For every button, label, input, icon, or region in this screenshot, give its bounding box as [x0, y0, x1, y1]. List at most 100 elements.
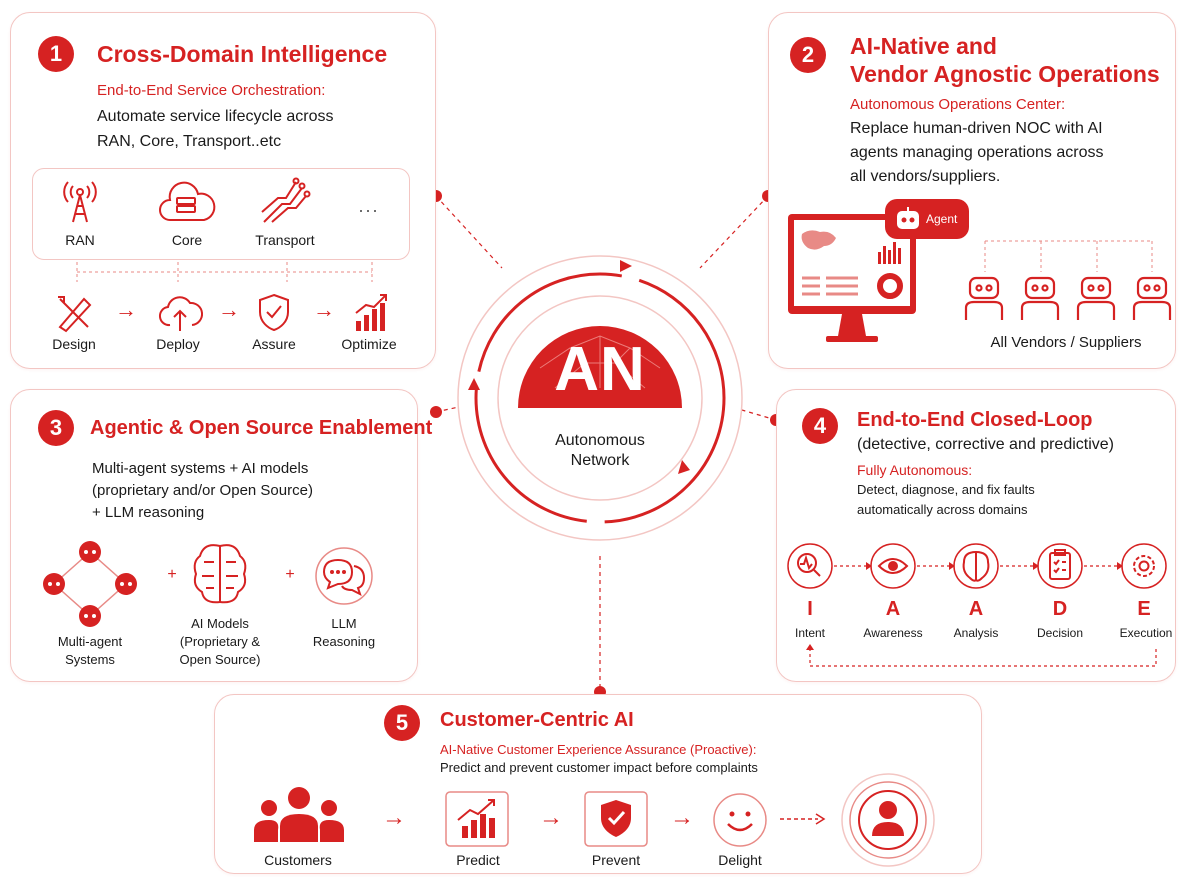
cloud-server-icon — [159, 181, 216, 221]
panel-5-line1: Predict and prevent customer impact befo… — [440, 760, 758, 775]
panel-4-title: End-to-End Closed-Loop — [857, 409, 1093, 431]
step-number-2: 2 — [790, 37, 826, 73]
step-label-customers: Customers — [264, 852, 332, 868]
transport-circuit-icon — [261, 177, 311, 223]
more-domains-ellipsis: ... — [358, 196, 380, 216]
panel-cross-domain-intelligence — [10, 12, 436, 369]
domain-label-transport: Transport — [255, 232, 315, 248]
vendor-robot-icon — [1076, 276, 1116, 320]
vendor-robot-icon — [1132, 276, 1172, 320]
panel-1-subtitle: End-to-End Service Orchestration: — [97, 82, 326, 99]
step-label-design: Design — [52, 336, 96, 352]
prevent-shield-icon — [584, 791, 648, 847]
panel-1-line1: Automate service lifecycle across — [97, 108, 334, 125]
step-label-predict: Predict — [456, 852, 500, 868]
robot-icon — [897, 207, 919, 229]
predict-chart-icon — [445, 791, 509, 847]
panel-4-line2: automatically across domains — [857, 502, 1028, 517]
domains-box — [32, 168, 410, 260]
step-label-deploy: Deploy — [156, 336, 200, 352]
arrow-assure-optimize: → — [313, 297, 335, 322]
antenna-icon — [63, 181, 97, 223]
panel-2-subtitle: Autonomous Operations Center: — [850, 96, 1066, 113]
step-label-optimize: Optimize — [341, 336, 397, 352]
step-number-1: 1 — [38, 36, 74, 72]
loop-letter-e: E — [1137, 598, 1151, 620]
loop-letter-a2: A — [968, 598, 984, 620]
step-number-3: 3 — [38, 410, 74, 446]
item-label-ai-models-l1: AI Models — [191, 616, 249, 631]
plus-sign: + — [167, 566, 177, 583]
center-label-line1: Autonomous — [555, 432, 645, 449]
growth-chart-icon — [355, 294, 387, 331]
chat-bubbles-icon — [315, 547, 373, 605]
arrow-predict-prevent: → — [539, 804, 563, 831]
panel-1-title: Cross-Domain Intelligence — [97, 41, 388, 67]
panel-4-title2: (detective, corrective and predictive) — [857, 436, 1114, 453]
agent-badge-label: Agent — [926, 212, 958, 226]
panel-4-line1: Detect, diagnose, and fix faults — [857, 482, 1035, 497]
panel-agentic-open-source — [10, 389, 418, 682]
loop-stage-intent: Intent — [794, 626, 826, 640]
panel-5-subtitle: AI-Native Customer Experience Assurance … — [440, 742, 757, 757]
loop-letter-i: I — [807, 598, 813, 620]
customers-group-icon — [254, 787, 344, 842]
panel-3-line2: (proprietary and/or Open Source) — [92, 482, 313, 499]
panel-2-line2: agents managing operations across — [850, 144, 1104, 161]
panel-2-line1: Replace human-driven NOC with AI — [850, 120, 1103, 137]
vendors-label: All Vendors / Suppliers — [990, 334, 1142, 351]
arrow-deploy-assure: → — [218, 297, 240, 322]
vendor-robot-icon — [964, 276, 1004, 320]
panel-5-title: Customer-Centric AI — [440, 709, 634, 731]
item-label-llm-l2: Reasoning — [312, 634, 376, 649]
customer-target-icon — [841, 773, 935, 867]
panel-3-line3: + LLM reasoning — [92, 504, 205, 521]
step-label-assure: Assure — [252, 336, 296, 352]
item-label-multi-agent-l1: Multi-agent — [57, 634, 123, 649]
loop-letter-d: D — [1052, 598, 1068, 620]
loop-letter-a1: A — [885, 598, 901, 620]
arrow-prevent-delight: → — [670, 804, 694, 831]
delight-smile-icon — [713, 793, 767, 847]
domain-label-core: Core — [171, 232, 203, 248]
shield-check-icon — [259, 293, 289, 332]
panel-2-line3: all vendors/suppliers. — [850, 168, 1001, 185]
step-number-5: 5 — [384, 705, 420, 741]
panel-1-line2: RAN, Core, Transport..etc — [97, 133, 282, 150]
item-label-llm-l1: LLM — [331, 616, 357, 631]
panel-customer-centric-ai — [214, 694, 982, 874]
step-label-prevent: Prevent — [591, 852, 641, 868]
loop-stage-analysis: Analysis — [953, 626, 999, 640]
loop-stage-awareness: Awareness — [863, 626, 923, 640]
panel-closed-loop — [776, 389, 1176, 682]
domain-dotted-bracket — [76, 262, 373, 282]
center-hub — [457, 255, 743, 541]
vendor-robot-icon — [1020, 276, 1060, 320]
cloud-upload-icon — [159, 296, 204, 331]
panel-3-line1: Multi-agent systems + AI models — [92, 460, 309, 477]
step-label-delight: Delight — [718, 852, 762, 868]
iaade-loop-diagram — [787, 543, 1167, 667]
monitor-dashboard-icon — [788, 214, 916, 342]
step-number-4: 4 — [802, 408, 838, 444]
center-label-line2: Network — [570, 452, 630, 469]
panel-4-subtitle: Fully Autonomous: — [857, 462, 973, 478]
plus-sign: + — [285, 566, 295, 583]
item-label-ai-models-l2: (Proprietary & — [179, 634, 261, 649]
item-label-multi-agent-l2: Systems — [65, 652, 115, 667]
dashed-arrow-to-target — [780, 813, 826, 825]
multi-agent-network-icon — [43, 541, 137, 627]
domain-label-ran: RAN — [65, 232, 95, 248]
loop-stage-execution: Execution — [1119, 626, 1173, 640]
vendor-dotted-tree — [984, 240, 1153, 272]
arrow-design-deploy: → — [115, 297, 137, 322]
ai-brain-circuit-icon — [193, 544, 247, 604]
panel-2-title-line1: AI-Native and — [850, 33, 997, 59]
arrow-customers-predict: → — [382, 804, 406, 831]
item-label-ai-models-l3: Open Source) — [179, 652, 261, 667]
panel-3-title: Agentic & Open Source Enablement — [90, 417, 433, 439]
panel-2-title-line2: Vendor Agnostic Operations — [850, 61, 1160, 87]
design-tools-icon — [58, 296, 92, 333]
center-badge-an: AN — [554, 335, 646, 404]
loop-stage-decision: Decision — [1036, 626, 1084, 640]
